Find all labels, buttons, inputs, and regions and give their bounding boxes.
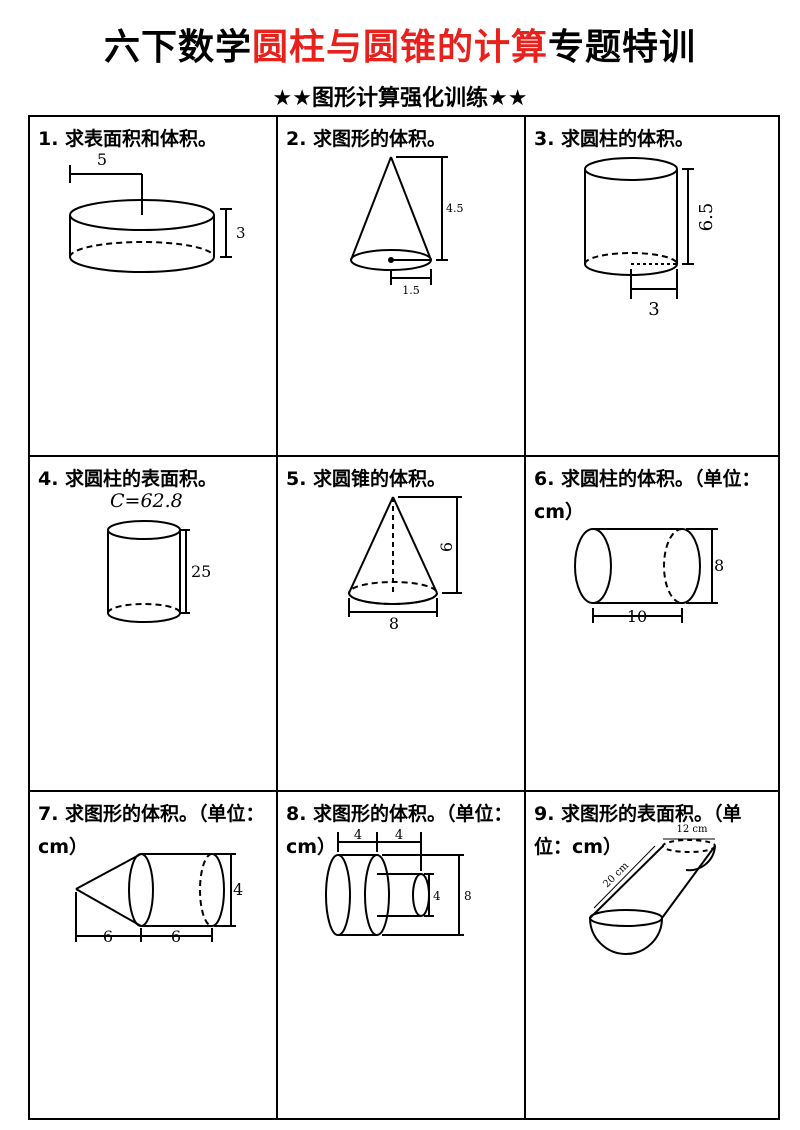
dimension-label-height: 4.5	[446, 202, 464, 215]
dimension-label-small-diameter: 4	[433, 889, 441, 903]
problem-grid: 1. 求表面积和体积。 5 3 2. 求图形的体积。	[28, 115, 780, 1120]
cone-figure: 4.5 1.5	[350, 156, 464, 297]
cylinder-figure: 6.5 3	[584, 157, 717, 320]
dimension-label-diameter: 4	[233, 880, 243, 899]
dimension-label-small-length: 4	[395, 828, 403, 843]
dimension-label-diameter: 8	[389, 614, 399, 633]
dimension-label-height: 3	[236, 224, 246, 242]
problem-5: 5. 求圆锥的体积。 6 8	[278, 457, 526, 792]
title-prefix: 六下数学	[103, 27, 252, 68]
problem-5-question: 5. 求圆锥的体积。	[286, 468, 447, 490]
problem-7: 7. 求图形的体积。（单位：cm） 4 6 6	[30, 792, 278, 1118]
dimension-label-height: 6	[437, 542, 456, 552]
problem-6-question: 6. 求圆柱的体积。（单位：cm）	[534, 468, 761, 523]
dimension-label-large-length: 4	[354, 828, 362, 843]
problem-4-question: 4. 求圆柱的表面积。	[38, 468, 218, 490]
dimension-label-cone-length: 6	[103, 927, 113, 946]
dimension-label-diameter: 5	[97, 150, 107, 169]
dimension-label-length: 10	[627, 607, 647, 626]
cone-cylinder-figure: 4 6 6	[75, 853, 243, 946]
dimension-label-cylinder-length: 6	[171, 927, 181, 946]
cylinder-figure: 5 3	[69, 150, 246, 273]
circumference-label: C=62.8	[110, 490, 183, 512]
problem-1: 1. 求表面积和体积。 5 3	[30, 117, 278, 457]
problem-3: 3. 求圆柱的体积。 6.5 3	[526, 117, 778, 457]
horizontal-cylinder-figure: 8 10	[574, 528, 724, 626]
page-subtitle: ★★图形计算强化训练★★	[272, 86, 528, 111]
dimension-label-width: 12 cm	[677, 824, 709, 835]
problem-1-question: 1. 求表面积和体积。	[38, 128, 218, 150]
problem-9-question: 9. 求图形的表面积。（单位：cm）	[534, 803, 742, 858]
problem-4: 4. 求圆柱的表面积。 C=62.8 25	[30, 457, 278, 792]
problem-3-question: 3. 求圆柱的体积。	[534, 128, 695, 150]
title-suffix: 专题特训	[548, 27, 697, 68]
problem-2: 2. 求图形的体积。 4.5 1.5	[278, 117, 526, 457]
problem-8: 8. 求图形的体积。（单位：cm）	[278, 792, 526, 1118]
dimension-label-radius: 1.5	[402, 284, 420, 297]
dimension-label-radius: 3	[648, 299, 659, 320]
problem-6: 6. 求圆柱的体积。（单位：cm） 8 10	[526, 457, 778, 792]
problem-8-question: 8. 求图形的体积。（单位：cm）	[286, 803, 513, 858]
dimension-label-height: 25	[191, 562, 211, 581]
problem-9: 9. 求图形的表面积。（单位：cm） 12 cm 20 cm	[526, 792, 778, 1118]
stacked-cylinders-figure: 4 4 4 8	[325, 828, 472, 936]
page-title: 六下数学圆柱与圆锥的计算专题特训	[0, 18, 800, 70]
cone-figure: 6 8	[348, 496, 462, 633]
title-highlight: 圆柱与圆锥的计算	[251, 27, 548, 68]
dimension-label-diameter: 8	[714, 556, 724, 575]
problem-2-question: 2. 求图形的体积。	[286, 128, 447, 150]
problem-7-question: 7. 求图形的体积。（单位：cm）	[38, 803, 265, 858]
half-cylinder-figure: 12 cm 20 cm	[589, 824, 716, 955]
cylinder-figure: C=62.8 25	[107, 490, 211, 623]
dimension-label-height: 6.5	[696, 203, 717, 232]
dimension-label-large-diameter: 8	[464, 889, 472, 903]
